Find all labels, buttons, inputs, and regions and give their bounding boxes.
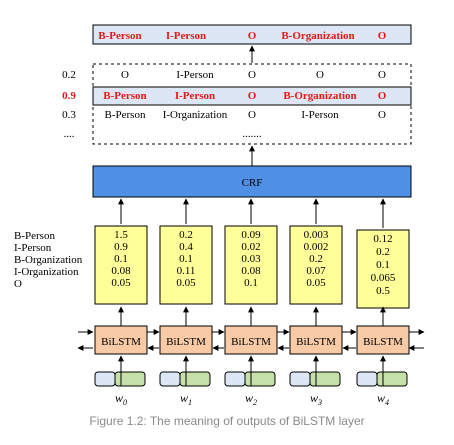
emission-score-value: 0.1 xyxy=(114,253,128,265)
emission-row-label: I-Person xyxy=(14,242,52,254)
path-score: 0.2 xyxy=(62,69,76,81)
output-tag: O xyxy=(248,30,257,42)
emission-score-value: 0.03 xyxy=(241,253,261,265)
path-tag: ....... xyxy=(242,128,262,140)
emission-score-box xyxy=(224,225,278,305)
emission-score-value: 0.065 xyxy=(371,272,396,284)
word-token-label: w0 xyxy=(115,391,127,407)
path-tag: I-Person xyxy=(175,90,215,102)
output-sequence-box xyxy=(92,24,412,45)
emission-score-value: 0.02 xyxy=(241,241,260,253)
emission-score-value: 0.1 xyxy=(244,277,258,289)
bilstm-label: BiLSTM xyxy=(296,336,336,348)
word-embedding-part xyxy=(179,371,211,387)
path-tag: O xyxy=(378,90,387,102)
emission-score-value: 0.003 xyxy=(304,229,329,241)
path-tag: O xyxy=(316,69,324,81)
emission-score-value: 0.002 xyxy=(304,241,329,253)
path-score: 0.3 xyxy=(62,109,76,121)
emission-score-value: 0.05 xyxy=(176,277,196,289)
output-tag: B-Person xyxy=(98,30,141,42)
path-tag: O xyxy=(248,109,256,121)
crf-label: CRF xyxy=(242,177,263,189)
word-token-label: w3 xyxy=(310,391,322,407)
emission-score-value: 1.5 xyxy=(114,229,128,241)
output-tag: O xyxy=(378,30,387,42)
path-tag: O xyxy=(378,109,386,121)
emission-score-value: 0.1 xyxy=(376,259,390,271)
emission-score-value: 0.4 xyxy=(179,241,193,253)
emission-row-label: B-Person xyxy=(14,230,55,242)
path-score: 0.9 xyxy=(62,90,76,102)
emission-score-box xyxy=(289,225,343,305)
emission-score-value: 0.1 xyxy=(179,253,193,265)
word-token-label: w2 xyxy=(245,391,257,407)
emission-score-value: 0.05 xyxy=(306,277,326,289)
emission-score-value: 0.08 xyxy=(111,265,131,277)
path-tag: I-Person xyxy=(176,69,214,81)
word-embedding-part xyxy=(309,371,341,387)
emission-score-value: 0.07 xyxy=(306,265,326,277)
emission-row-label: B-Organization xyxy=(14,254,83,266)
emission-row-label: I-Organization xyxy=(14,266,79,278)
word-token-label: w4 xyxy=(377,391,389,407)
word-embedding-part xyxy=(114,371,146,387)
word-embedding-part xyxy=(224,371,246,387)
emission-score-value: 0.12 xyxy=(373,233,392,245)
bilstm-label: BiLSTM xyxy=(166,336,206,348)
highlighted-path-row xyxy=(92,86,412,106)
path-tag: B-Person xyxy=(105,109,146,121)
emission-score-value: 0.2 xyxy=(376,246,390,258)
word-embedding-part xyxy=(376,371,408,387)
word-embedding-part xyxy=(289,371,311,387)
path-score: .... xyxy=(64,128,75,140)
emission-score-value: 0.2 xyxy=(179,229,193,241)
path-tag: O xyxy=(378,69,386,81)
emission-score-value: 0.08 xyxy=(241,265,261,277)
figure-caption: Figure 1.2: The meaning of outputs of Bi… xyxy=(89,414,365,428)
output-tag: B-Organization xyxy=(281,30,354,42)
word-token-label: w1 xyxy=(180,391,192,407)
emission-score-value: 0.9 xyxy=(114,241,128,253)
path-tag: I-Person xyxy=(301,109,339,121)
emission-score-value: 0.2 xyxy=(309,253,323,265)
bilstm-label: BiLSTM xyxy=(101,336,141,348)
path-tag: O xyxy=(248,69,256,81)
output-tag: I-Person xyxy=(166,30,206,42)
emission-score-value: 0.11 xyxy=(177,265,196,277)
emission-score-value: 0.05 xyxy=(111,277,131,289)
bilstm-label: BiLSTM xyxy=(231,336,271,348)
bilstm-cell xyxy=(356,325,410,355)
path-tag: O xyxy=(248,90,257,102)
path-tag: I-Organization xyxy=(163,109,228,121)
emission-score-box xyxy=(356,229,410,309)
emission-score-value: 0.09 xyxy=(241,229,261,241)
crf-layer-box xyxy=(92,165,412,198)
path-tag: B-Person xyxy=(103,90,146,102)
word-embedding-part xyxy=(159,371,181,387)
emission-score-value: 0.5 xyxy=(376,285,390,297)
word-embedding-part xyxy=(94,371,116,387)
path-tag: B-Organization xyxy=(283,90,356,102)
emission-score-box xyxy=(159,225,213,305)
emission-row-label: O xyxy=(14,278,22,290)
word-embedding-part xyxy=(244,371,276,387)
bilstm-label: BiLSTM xyxy=(363,336,403,348)
word-embedding-part xyxy=(356,371,378,387)
emission-score-box xyxy=(94,225,148,305)
path-tag: O xyxy=(121,69,129,81)
